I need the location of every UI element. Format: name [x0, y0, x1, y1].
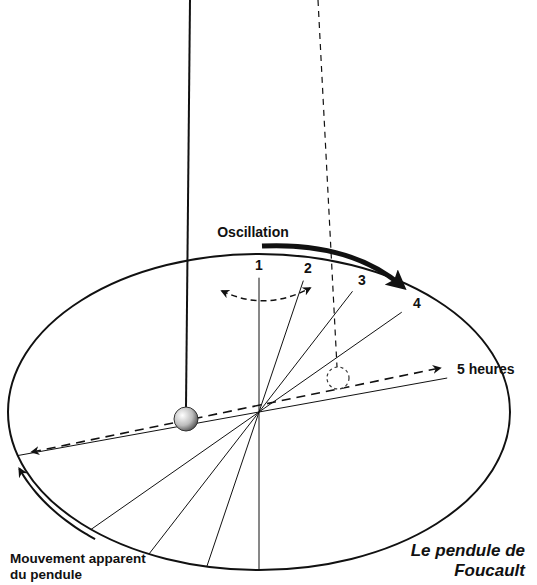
apparent-motion-arrow — [19, 469, 95, 539]
pendulum-wire-ghost — [318, 0, 337, 367]
caption: Le pendule de Foucault — [375, 541, 525, 581]
pendulum-wire — [186, 0, 190, 407]
swing-plane — [32, 368, 440, 452]
hour-ray — [18, 378, 447, 456]
oscillation-arrow — [222, 288, 310, 301]
hour-ray — [91, 312, 402, 529]
hour-ray — [207, 281, 304, 567]
hour-number: 4 — [413, 295, 421, 311]
hour-number: 2 — [304, 260, 312, 276]
floor-dial — [8, 254, 510, 570]
pendulum-bob-ghost — [327, 367, 349, 389]
oscillation-label: Oscillation — [217, 224, 289, 240]
pendulum-bob — [174, 407, 198, 431]
hour-number: 1 — [255, 257, 263, 273]
hour-rays — [18, 278, 447, 570]
hour-ray — [149, 291, 353, 554]
motion-label: Mouvement apparent du pendule — [10, 551, 160, 583]
hour-ray — [259, 278, 260, 570]
hour-number: 3 — [358, 272, 366, 288]
hour-label: 5 heures — [457, 361, 515, 377]
